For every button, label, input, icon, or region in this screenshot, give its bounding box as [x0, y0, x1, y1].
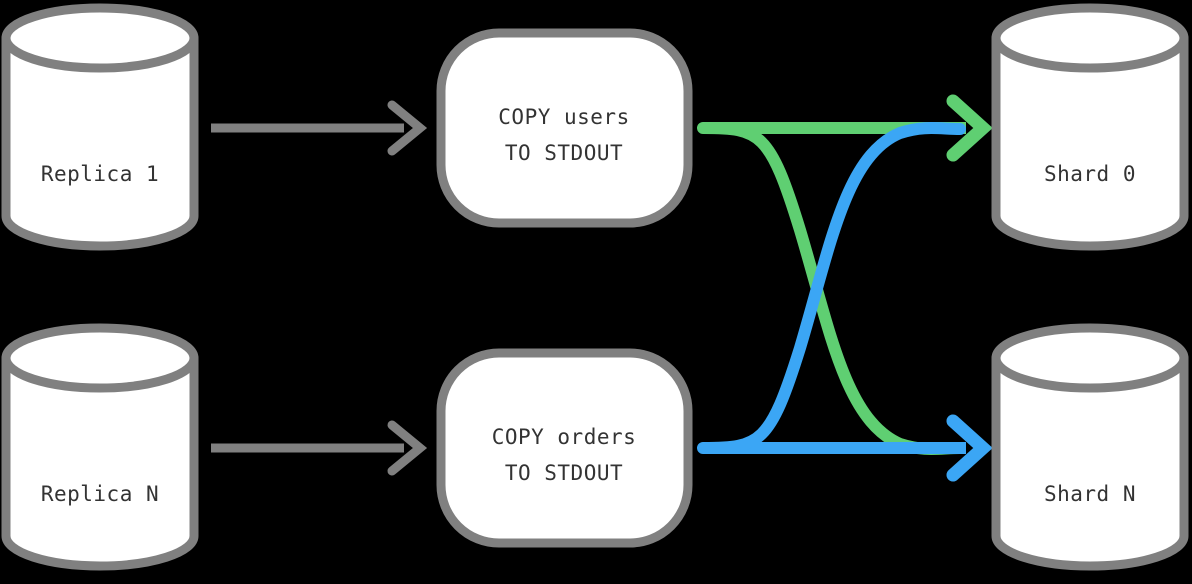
node-copy-orders[interactable]: COPY orders TO STDOUT	[436, 348, 693, 548]
cylinder-body-replica-n	[1, 353, 199, 571]
cylinder-top-shard-0	[991, 3, 1189, 73]
node-label-replica-1: Replica 1	[41, 162, 159, 186]
cylinder-body-shard-n	[991, 353, 1189, 571]
arrowhead-icon	[946, 414, 993, 482]
node-label-copy-orders-line2: TO STDOUT	[505, 461, 623, 485]
connector-copyusers-to-shardn	[697, 122, 966, 455]
cylinder-top-replica-n	[1, 323, 199, 393]
node-shard-n[interactable]: Shard N	[991, 323, 1189, 571]
connector-replican-to-copyorders	[211, 420, 428, 476]
connector-replica1-to-copyusers	[211, 100, 428, 156]
connector-curve	[697, 122, 966, 455]
arrowhead-icon	[946, 94, 993, 162]
arrowhead-icon	[387, 100, 428, 156]
cylinder-top-shard-n	[991, 323, 1189, 393]
node-label-copy-orders-line1: COPY orders	[492, 425, 637, 449]
cylinder-top-replica-1	[1, 3, 199, 73]
cylinder-body-shard-0	[991, 33, 1189, 251]
connector-copyorders-to-shard0	[697, 122, 966, 454]
node-label-copy-users-line2: TO STDOUT	[505, 141, 623, 165]
node-copy-users[interactable]: COPY users TO STDOUT	[436, 28, 693, 228]
connector-curve	[697, 122, 966, 454]
arrowhead-icon	[387, 420, 428, 476]
node-replica-n[interactable]: Replica N	[1, 323, 199, 571]
process-box-copy-orders	[436, 348, 693, 548]
node-label-replica-n: Replica N	[41, 482, 159, 506]
node-replica-1[interactable]: Replica 1	[1, 3, 199, 251]
node-label-shard-0: Shard 0	[1044, 162, 1136, 186]
arrowhead-copyorders-to-shardn	[946, 414, 993, 482]
node-shard-0[interactable]: Shard 0	[991, 3, 1189, 251]
node-label-copy-users-line1: COPY users	[498, 105, 629, 129]
node-label-shard-n: Shard N	[1044, 482, 1136, 506]
process-box-copy-users	[436, 28, 693, 228]
cylinder-body-replica-1	[1, 33, 199, 251]
